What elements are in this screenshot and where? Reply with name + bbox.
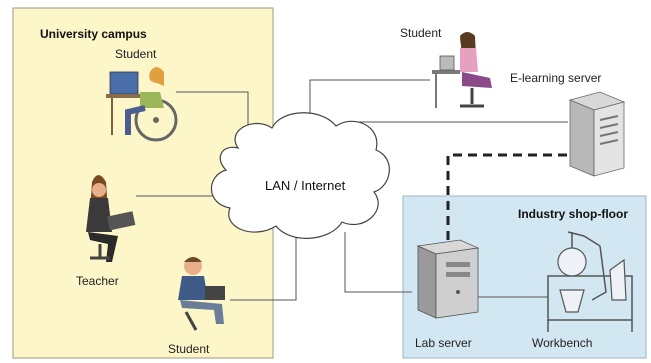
server-icon	[568, 91, 626, 177]
industry-shop-floor-title: Industry shop-floor	[518, 207, 628, 221]
link-student-wheelchair	[176, 91, 249, 140]
lan-internet-cloud: LAN / Internet	[210, 112, 390, 239]
teacher-icon	[86, 175, 136, 262]
student-wheelchair-label: Student	[115, 47, 157, 61]
link-student-bottom	[230, 232, 297, 301]
university-campus-title: University campus	[40, 27, 147, 41]
student-desk-icon	[432, 32, 492, 108]
link-lab-server	[344, 232, 412, 293]
student-laptop-icon	[178, 257, 225, 331]
workbench-label: Workbench	[532, 336, 592, 350]
workbench-icon	[547, 231, 633, 332]
student-wheelchair-icon	[106, 67, 178, 142]
lab-server-icon	[416, 239, 480, 319]
cloud-label: LAN / Internet	[265, 178, 346, 193]
dashed-link-lab-elearning	[446, 153, 568, 240]
elearning-server-label: E-learning server	[510, 71, 601, 85]
student-remote-label: Student	[400, 26, 442, 40]
teacher-label: Teacher	[76, 274, 119, 288]
lab-server-label: Lab server	[415, 336, 472, 350]
student-bottom-label: Student	[168, 342, 210, 356]
